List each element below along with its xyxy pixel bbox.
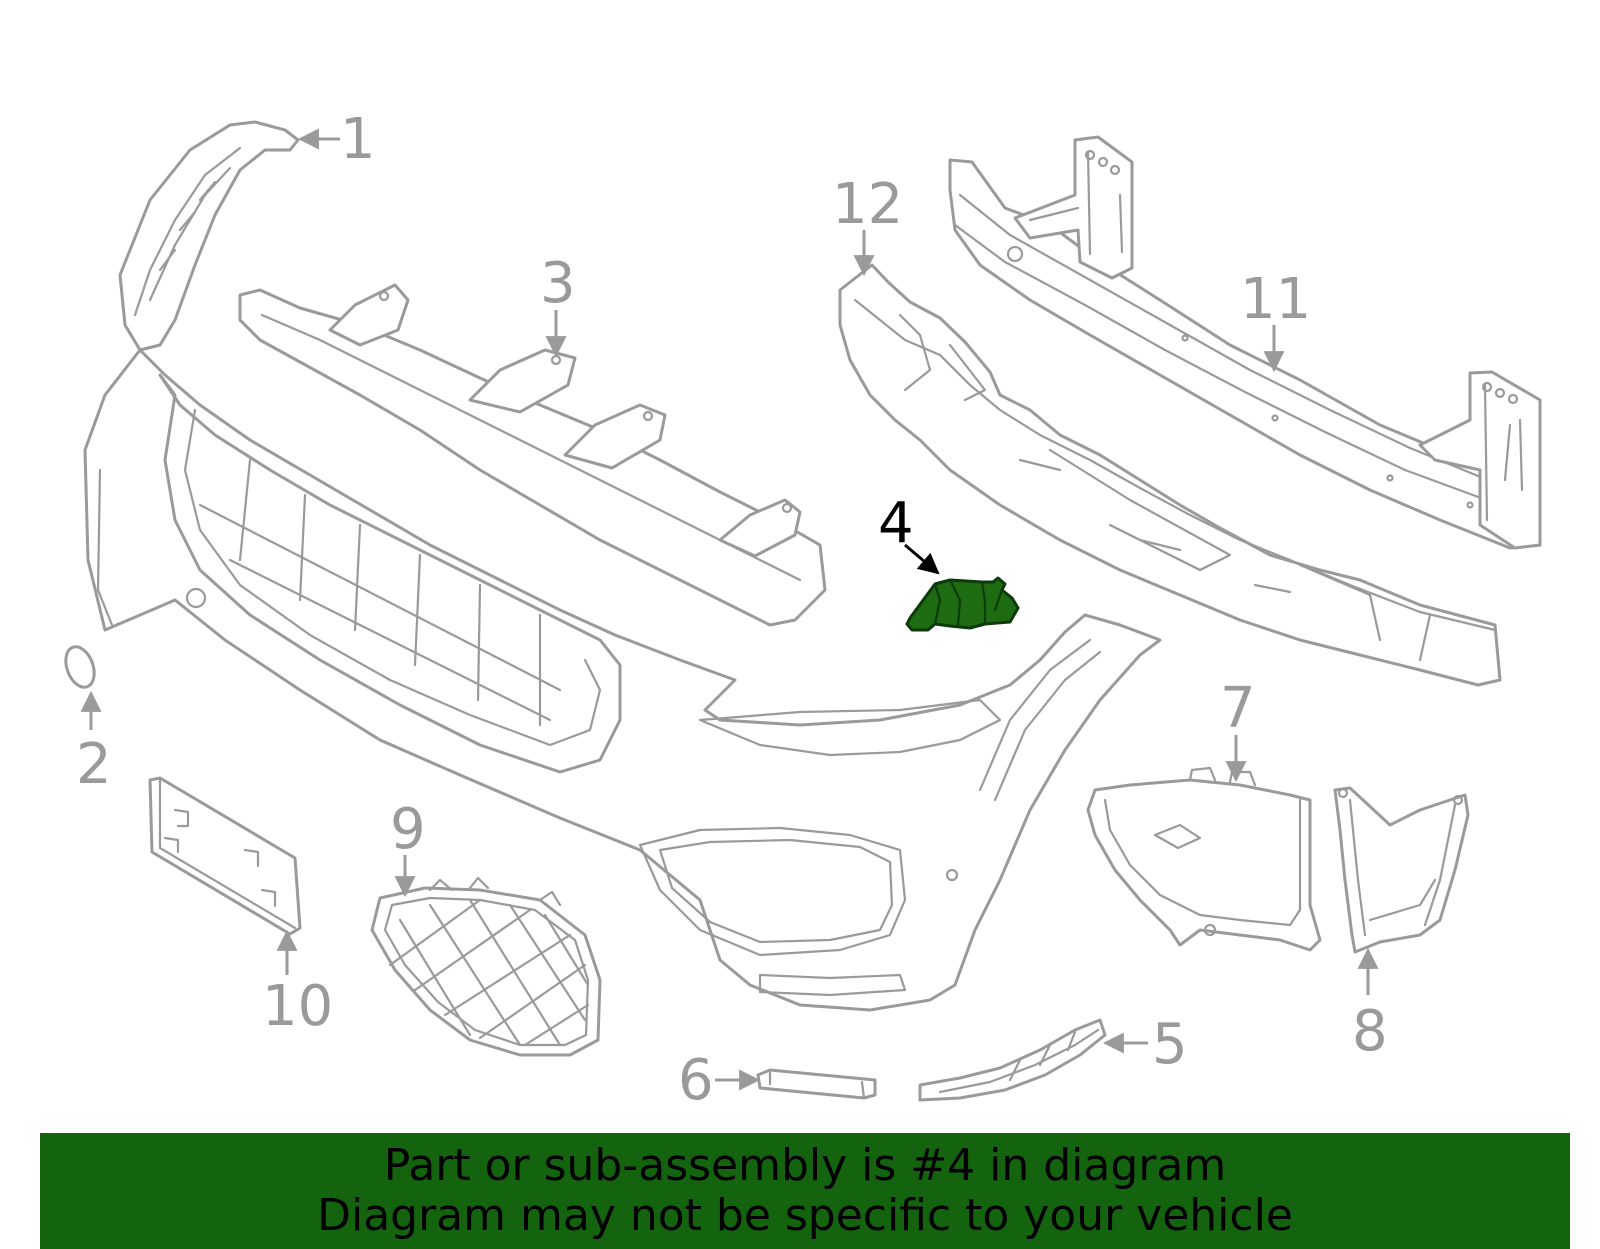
bumper-cover[interactable] — [83, 348, 1162, 1012]
part-4-bracket-highlighted[interactable] — [905, 576, 1020, 632]
callout-11: 11 — [1240, 267, 1311, 332]
callout-labels: 1 2 3 4 5 6 7 8 9 10 11 12 — [76, 107, 1388, 1113]
part-9-grille[interactable] — [370, 876, 602, 1057]
callout-3: 3 — [540, 251, 576, 316]
info-banner: Part or sub-assembly is #4 in diagram Di… — [40, 1133, 1570, 1249]
part-7-housing[interactable] — [1086, 766, 1322, 952]
part-8-side-bracket[interactable] — [1333, 786, 1470, 954]
callout-10: 10 — [262, 974, 333, 1039]
callout-7: 7 — [1220, 676, 1256, 741]
callout-1: 1 — [340, 107, 376, 172]
callout-6: 6 — [678, 1048, 714, 1113]
banner-line-1: Part or sub-assembly is #4 in diagram — [383, 1140, 1227, 1191]
callout-9: 9 — [390, 797, 426, 862]
callout-8: 8 — [1352, 999, 1388, 1064]
part-12-energy-absorber[interactable] — [838, 263, 1502, 687]
part-11-reinforcement-beam[interactable] — [948, 135, 1542, 550]
part-5-curved-trim[interactable] — [918, 1018, 1107, 1102]
part-2-cap[interactable] — [61, 643, 100, 691]
part-6-trim-strip[interactable] — [756, 1068, 877, 1100]
callout-12: 12 — [832, 172, 903, 237]
part-1-upper-trim[interactable] — [118, 120, 300, 352]
part-3-support-bracket[interactable] — [238, 283, 827, 627]
callout-5: 5 — [1152, 1012, 1188, 1077]
callout-4: 4 — [878, 491, 914, 556]
banner-line-2: Diagram may not be specific to your vehi… — [317, 1190, 1293, 1241]
callout-leaders — [80, 128, 1379, 1091]
part-10-license-bracket[interactable] — [148, 776, 302, 936]
callout-2: 2 — [76, 732, 112, 797]
